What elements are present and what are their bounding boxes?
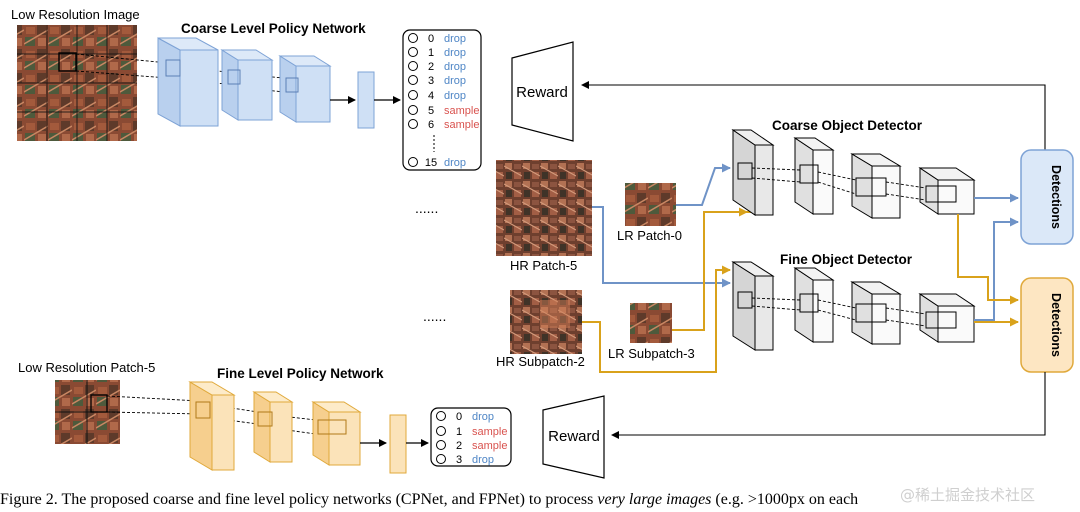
coarse-action-index-2: 2 (428, 61, 434, 73)
fine-action-index-1: 1 (456, 426, 462, 438)
low-resolution-image (17, 25, 137, 141)
coarse-action-radio-5[interactable] (408, 105, 418, 115)
coarse-detector-block-1 (731, 129, 775, 216)
coarse-action-index-3: 3 (428, 75, 434, 87)
coarse-action-index-6: 6 (428, 119, 434, 131)
coarse-action-radio-6[interactable] (408, 119, 418, 129)
reward-bottom-shape (542, 395, 605, 479)
caption-prefix: Figure 2. The proposed coarse and fine l… (0, 491, 598, 508)
fine-policy-conv-block-2 (252, 391, 294, 463)
fine-detector-block-4 (918, 293, 976, 343)
caption-italic: very large images (597, 491, 712, 508)
coarse-action-action-5: sample (444, 105, 479, 117)
coarse-policy-conv-block-2 (220, 49, 274, 121)
hr-subpatch-2-label: HR Subpatch-2 (496, 354, 585, 369)
caption-suffix: (e.g. >1000px on each (711, 491, 859, 508)
ellipsis-top: ...... (415, 200, 439, 216)
coarse-action-box (402, 29, 482, 171)
fine-action-index-2: 2 (456, 440, 462, 452)
reward-bottom-label: Reward (548, 428, 600, 445)
lr-patch-0-label: LR Patch-0 (617, 228, 683, 243)
reward-top-shape (511, 41, 574, 142)
hr-patch-5-label: HR Patch-5 (510, 258, 578, 273)
fine-detector-block-2 (793, 267, 835, 343)
lr-subpatch-3-image (630, 303, 672, 343)
coarse-detector-block-4 (918, 167, 976, 215)
low-resolution-image-label: Low Resolution Image (11, 7, 140, 22)
fine-action-index-0: 0 (456, 411, 462, 423)
ellipsis-bottom: ...... (423, 308, 447, 324)
coarse-action-action-3: drop (444, 75, 466, 87)
hr-patch-5-image (496, 160, 592, 256)
detections-bottom-label: Detections (1049, 293, 1063, 357)
fine-action-box (430, 407, 512, 467)
coarse-action-radio-2[interactable] (408, 61, 418, 71)
detections-top-box (1020, 149, 1074, 245)
coarse-object-detector-label: Coarse Object Detector (772, 118, 923, 133)
coarse-action-action-4: drop (444, 90, 466, 102)
figure-caption: Figure 2. The proposed coarse and fine l… (0, 491, 1080, 509)
coarse-action-index-0: 0 (428, 33, 434, 45)
coarse-action-index-5: 5 (428, 105, 434, 117)
fine-action-action-3: drop (472, 454, 494, 466)
fine-detector-block-3 (850, 281, 902, 345)
detections-top-label: Detections (1049, 165, 1063, 229)
lr-patch-0-image (625, 183, 676, 226)
coarse-action-index-15: 15 (425, 157, 437, 169)
coarse-action-radio-4[interactable] (408, 90, 418, 100)
coarse-policy-conv-block-3 (278, 55, 332, 123)
fine-detector-block-1 (731, 261, 775, 351)
detections-bottom-box (1020, 277, 1074, 373)
lr-subpatch-3-label: LR Subpatch-3 (608, 346, 695, 361)
coarse-action-action-15: drop (444, 157, 466, 169)
low-resolution-patch-5-image (55, 380, 120, 444)
coarse-action-radio-15[interactable] (408, 157, 418, 167)
coarse-action-action-6: sample (444, 119, 479, 131)
coarse-action-index-4: 4 (428, 90, 434, 102)
fine-policy-network-label: Fine Level Policy Network (217, 366, 384, 381)
fine-action-action-0: drop (472, 411, 494, 423)
hr-subpatch-2-image (510, 290, 582, 354)
coarse-action-radio-0[interactable] (408, 33, 418, 43)
coarse-policy-fc-layer (357, 71, 375, 129)
fine-action-action-2: sample (472, 440, 507, 452)
coarse-policy-network-label: Coarse Level Policy Network (181, 21, 366, 36)
coarse-action-radio-1[interactable] (408, 47, 418, 57)
reward-top-label: Reward (516, 84, 568, 101)
watermark: @稀土掘金技术社区 (900, 486, 1036, 504)
coarse-action-action-0: drop (444, 33, 466, 45)
fine-action-radio-3[interactable] (436, 454, 446, 464)
low-resolution-patch-5-label: Low Resolution Patch-5 (18, 360, 156, 375)
fine-action-radio-0[interactable] (436, 411, 446, 421)
coarse-action-radio-3[interactable] (408, 75, 418, 85)
coarse-detector-block-2 (793, 137, 835, 215)
fine-action-action-1: sample (472, 426, 507, 438)
coarse-action-index-1: 1 (428, 47, 434, 59)
coarse-action-action-2: drop (444, 61, 466, 73)
fine-policy-conv-block-3 (311, 401, 362, 466)
coarse-action-action-1: drop (444, 47, 466, 59)
fine-policy-fc-layer (389, 414, 407, 474)
fine-action-radio-1[interactable] (436, 426, 446, 436)
fine-object-detector-label: Fine Object Detector (780, 252, 913, 267)
coarse-policy-conv-block-1 (157, 37, 219, 127)
fine-action-index-3: 3 (456, 454, 462, 466)
fine-action-radio-2[interactable] (436, 440, 446, 450)
fine-policy-conv-block-1 (188, 381, 236, 471)
coarse-detector-block-3 (850, 153, 902, 219)
